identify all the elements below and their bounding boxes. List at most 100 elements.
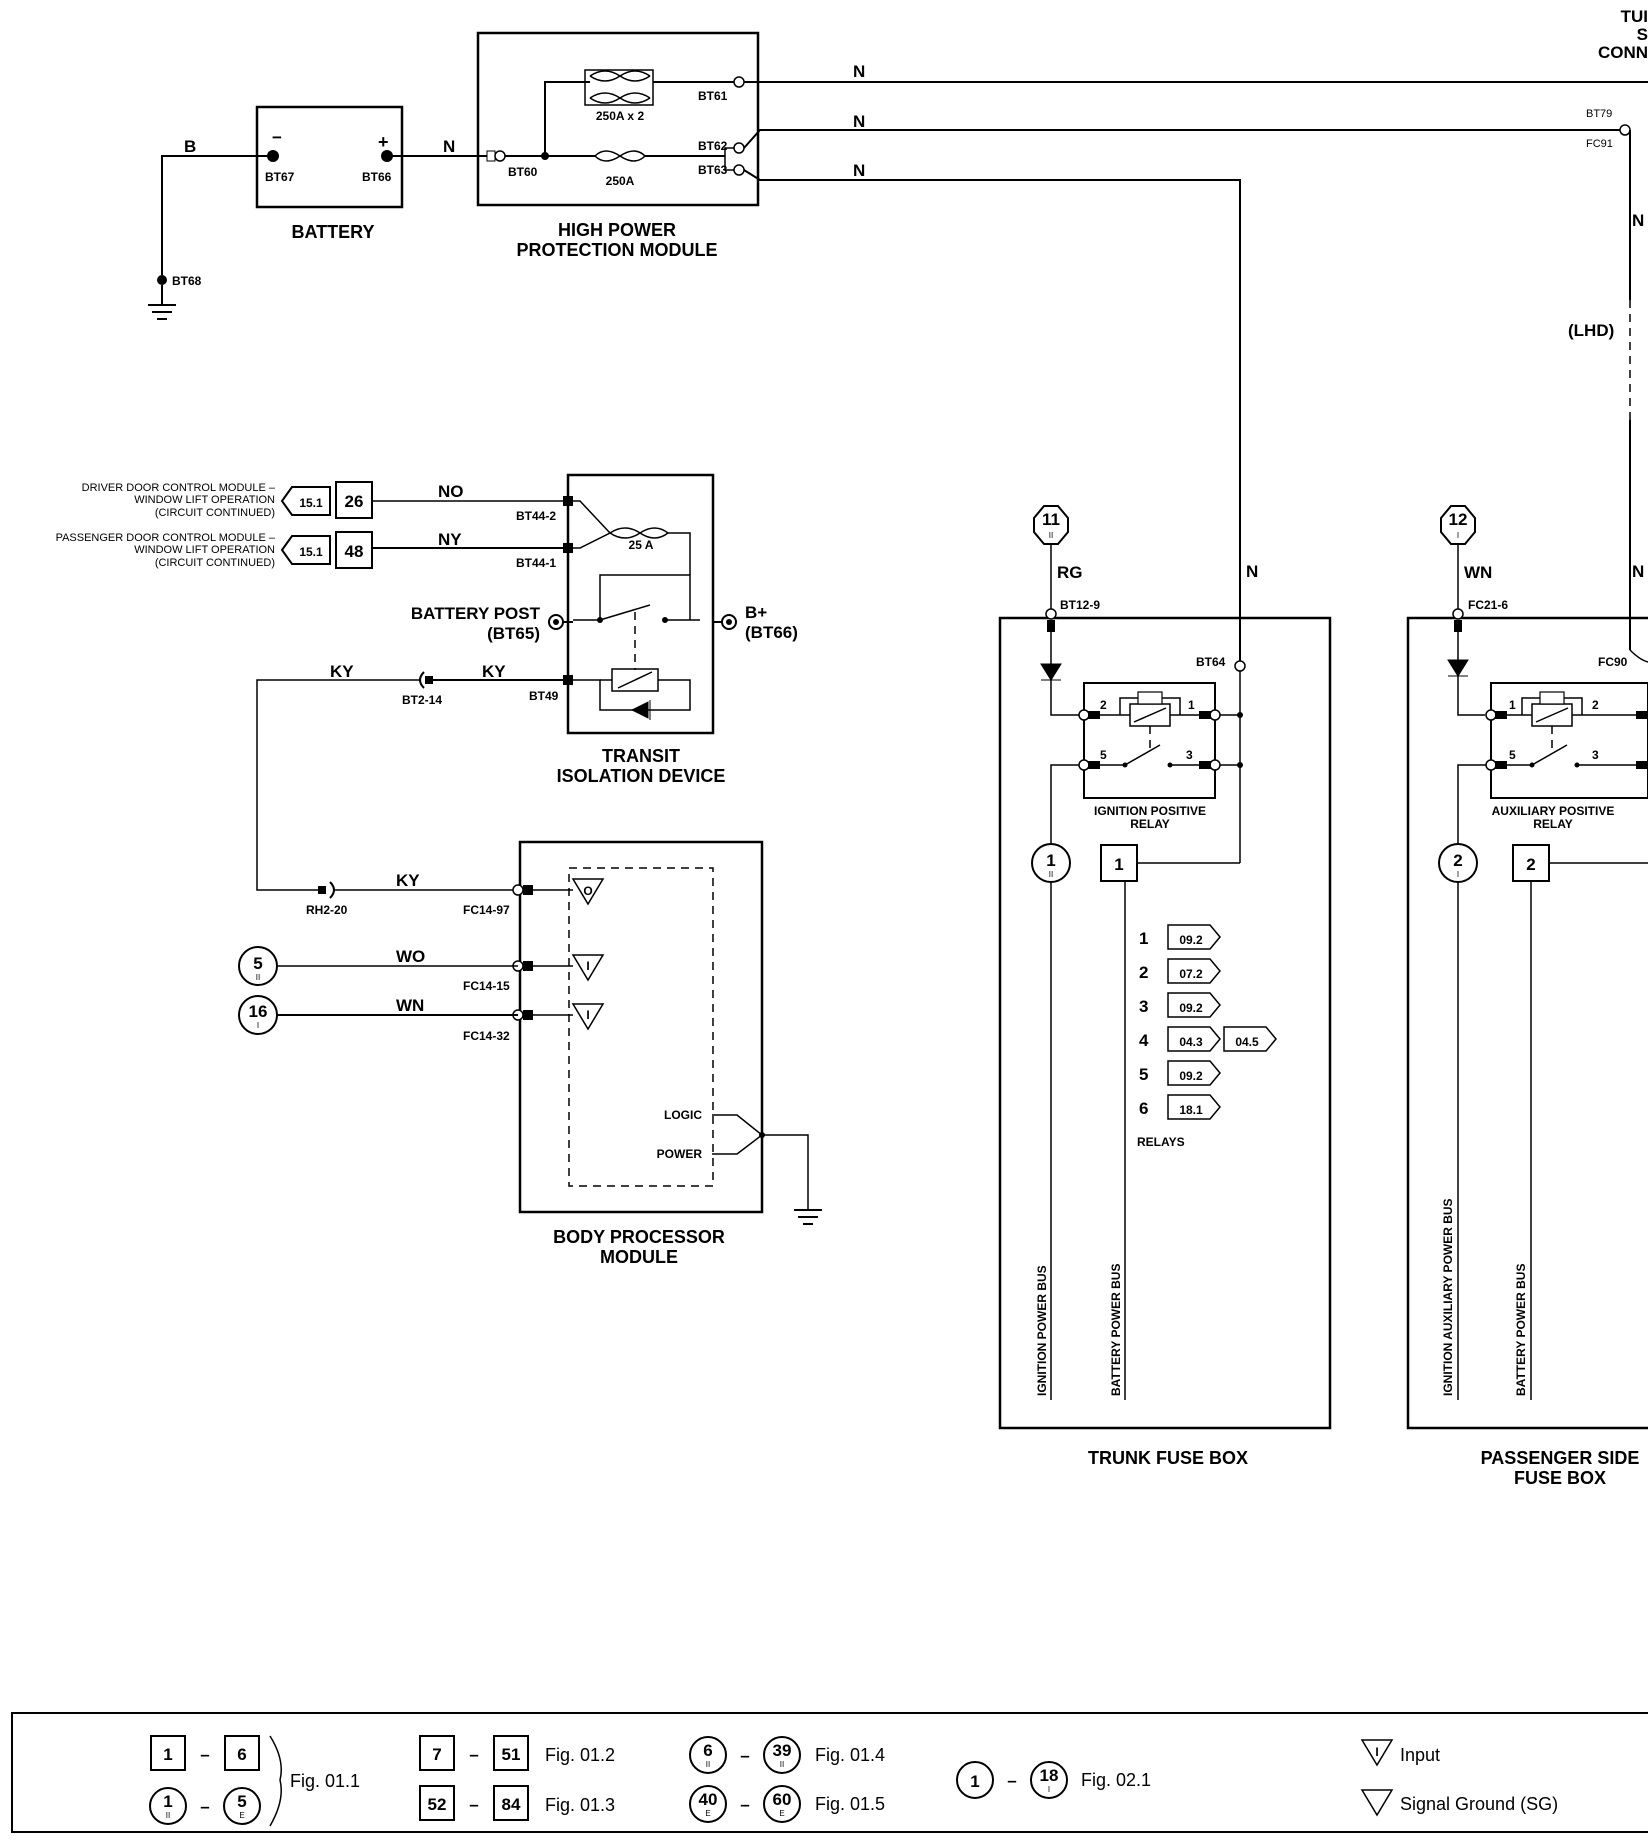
legend-fig-01-1: Fig. 01.1 xyxy=(290,1771,360,1791)
svg-text:1: 1 xyxy=(1509,698,1516,712)
svg-text:N: N xyxy=(443,137,455,156)
svg-text:60: 60 xyxy=(773,1790,792,1809)
top-right-connector-label: TUI S CONN xyxy=(1598,7,1648,62)
pin-fc14-97: FC14-97 xyxy=(463,903,510,917)
svg-text:6: 6 xyxy=(1139,1099,1148,1118)
svg-text:51: 51 xyxy=(502,1745,521,1764)
svg-text:3: 3 xyxy=(1592,748,1599,762)
svg-text:KY: KY xyxy=(330,662,354,681)
connector-rh2-20: RH2-20 xyxy=(306,881,348,917)
body-processor-module: FC14-97 FC14-15 FC14-32 O I I LOGIC POWE… xyxy=(463,840,822,1267)
bus-ignition-power: IGNITION POWER BUS xyxy=(1035,1265,1049,1396)
symbol-output: O xyxy=(583,884,592,898)
battery: − + BT67 BT66 BATTERY xyxy=(255,105,404,242)
pin-bt62: BT62 xyxy=(698,139,728,153)
svg-text:2: 2 xyxy=(1592,698,1599,712)
svg-text:40: 40 xyxy=(699,1790,718,1809)
symbol-input-2: I xyxy=(586,1008,589,1022)
svg-text:–: – xyxy=(469,1795,478,1814)
battery-minus: − xyxy=(272,128,282,147)
svg-text:N: N xyxy=(853,112,865,131)
svg-text:09.2: 09.2 xyxy=(1179,1001,1203,1015)
pin-bt49: BT49 xyxy=(529,689,559,703)
battery-post-1: BATTERY POST xyxy=(411,604,541,623)
svg-text:II: II xyxy=(706,1760,710,1769)
svg-text:5: 5 xyxy=(1100,748,1107,762)
svg-text:WINDOW LIFT OPERATION: WINDOW LIFT OPERATION xyxy=(134,544,275,556)
svg-text:4: 4 xyxy=(1139,1031,1149,1050)
svg-text:WN: WN xyxy=(1464,563,1492,582)
pin-fc14-15: FC14-15 xyxy=(463,979,510,993)
tid-title-1: TRANSIT xyxy=(602,746,680,766)
svg-text:II: II xyxy=(256,973,260,982)
svg-text:II: II xyxy=(1049,870,1053,879)
battery-title: BATTERY xyxy=(292,222,375,242)
svg-text:I: I xyxy=(1457,870,1459,879)
bus-battery-power-2: BATTERY POWER BUS xyxy=(1514,1264,1528,1396)
pin-bt63: BT63 xyxy=(698,163,728,177)
svg-text:II: II xyxy=(166,1811,170,1820)
bplus-2: (BT66) xyxy=(745,623,798,642)
legend-signal-ground: Signal Ground (SG) xyxy=(1400,1794,1558,1814)
svg-text:I: I xyxy=(257,1021,259,1030)
svg-text:RELAYS: RELAYS xyxy=(1137,1135,1185,1149)
pin-fc21-6: FC21-6 xyxy=(1468,598,1508,612)
svg-text:N: N xyxy=(853,62,865,81)
bpm-title-2: MODULE xyxy=(600,1247,678,1267)
relay-reference-list: 1 09.2 2 07.2 3 09.2 4 04.3 04.5 5 09.2 … xyxy=(1137,924,1277,1149)
svg-text:04.5: 04.5 xyxy=(1235,1035,1259,1049)
pin-fc14-32: FC14-32 xyxy=(463,1029,510,1043)
trunk-oct: 11 xyxy=(1042,510,1060,529)
svg-text:3: 3 xyxy=(1186,748,1193,762)
pin-bt68: BT68 xyxy=(172,274,202,288)
passenger-side-fuse-box: 12 I WN FC21-6 FC90 1 2 5 3 AUXILIARY PO… xyxy=(1406,505,1648,1488)
pin-bt44-2: BT44-2 xyxy=(516,509,556,523)
svg-text:1: 1 xyxy=(163,1792,172,1811)
symbol-input-1: I xyxy=(586,959,589,973)
svg-text:–: – xyxy=(469,1745,478,1764)
svg-text:5: 5 xyxy=(237,1792,246,1811)
battery-post-2: (BT65) xyxy=(487,624,540,643)
legend-fig-02-1: Fig. 02.1 xyxy=(1081,1770,1151,1790)
svg-text:I: I xyxy=(1457,531,1459,540)
wire-n-bt62 xyxy=(743,129,1620,149)
svg-text:5: 5 xyxy=(1139,1065,1148,1084)
svg-text:WINDOW LIFT OPERATION: WINDOW LIFT OPERATION xyxy=(134,494,275,506)
svg-text:(CIRCUIT CONTINUED): (CIRCUIT CONTINUED) xyxy=(155,507,275,519)
bpm-logic: LOGIC xyxy=(664,1108,702,1122)
svg-text:5: 5 xyxy=(253,954,262,973)
svg-text:1: 1 xyxy=(1046,851,1055,870)
fuse-250a: 250A xyxy=(606,174,635,188)
bus-ignition-aux-power: IGNITION AUXILIARY POWER BUS xyxy=(1441,1198,1455,1396)
svg-text:1: 1 xyxy=(1139,929,1148,948)
svg-text:E: E xyxy=(779,1809,784,1818)
fuse-25a: 25 A xyxy=(629,538,654,552)
ground-symbol xyxy=(148,285,176,320)
pin-bt44-1: BT44-1 xyxy=(516,556,556,570)
svg-text:6: 6 xyxy=(237,1745,246,1764)
svg-text:NY: NY xyxy=(438,530,462,549)
pin-bt12-9: BT12-9 xyxy=(1060,598,1100,612)
relay-aux-2: RELAY xyxy=(1533,817,1573,831)
battery-plus: + xyxy=(378,132,389,152)
svg-text:KY: KY xyxy=(396,871,420,890)
wire-n-bt63 xyxy=(743,169,1241,661)
legend-fig-01-5: Fig. 01.5 xyxy=(815,1794,885,1814)
svg-text:N: N xyxy=(1632,211,1644,230)
svg-text:I: I xyxy=(1375,1745,1378,1759)
svg-text:BT2-14: BT2-14 xyxy=(402,693,442,707)
svg-text:09.2: 09.2 xyxy=(1179,1069,1203,1083)
svg-text:09.2: 09.2 xyxy=(1179,933,1203,947)
hppm-title-1: HIGH POWER xyxy=(558,220,676,240)
fuse-250a-x2: 250A x 2 xyxy=(596,109,645,123)
svg-text:1: 1 xyxy=(1114,855,1123,874)
wire-ky-loop xyxy=(256,679,420,891)
bpm-power: POWER xyxy=(657,1147,703,1161)
svg-text:6: 6 xyxy=(703,1741,712,1760)
pin-bt66: BT66 xyxy=(362,170,392,184)
legend-fig-01-4: Fig. 01.4 xyxy=(815,1745,885,1765)
ref-circle-16: 16 I xyxy=(238,995,278,1035)
svg-text:18.1: 18.1 xyxy=(1179,1103,1203,1117)
svg-text:RH2-20: RH2-20 xyxy=(306,903,348,917)
